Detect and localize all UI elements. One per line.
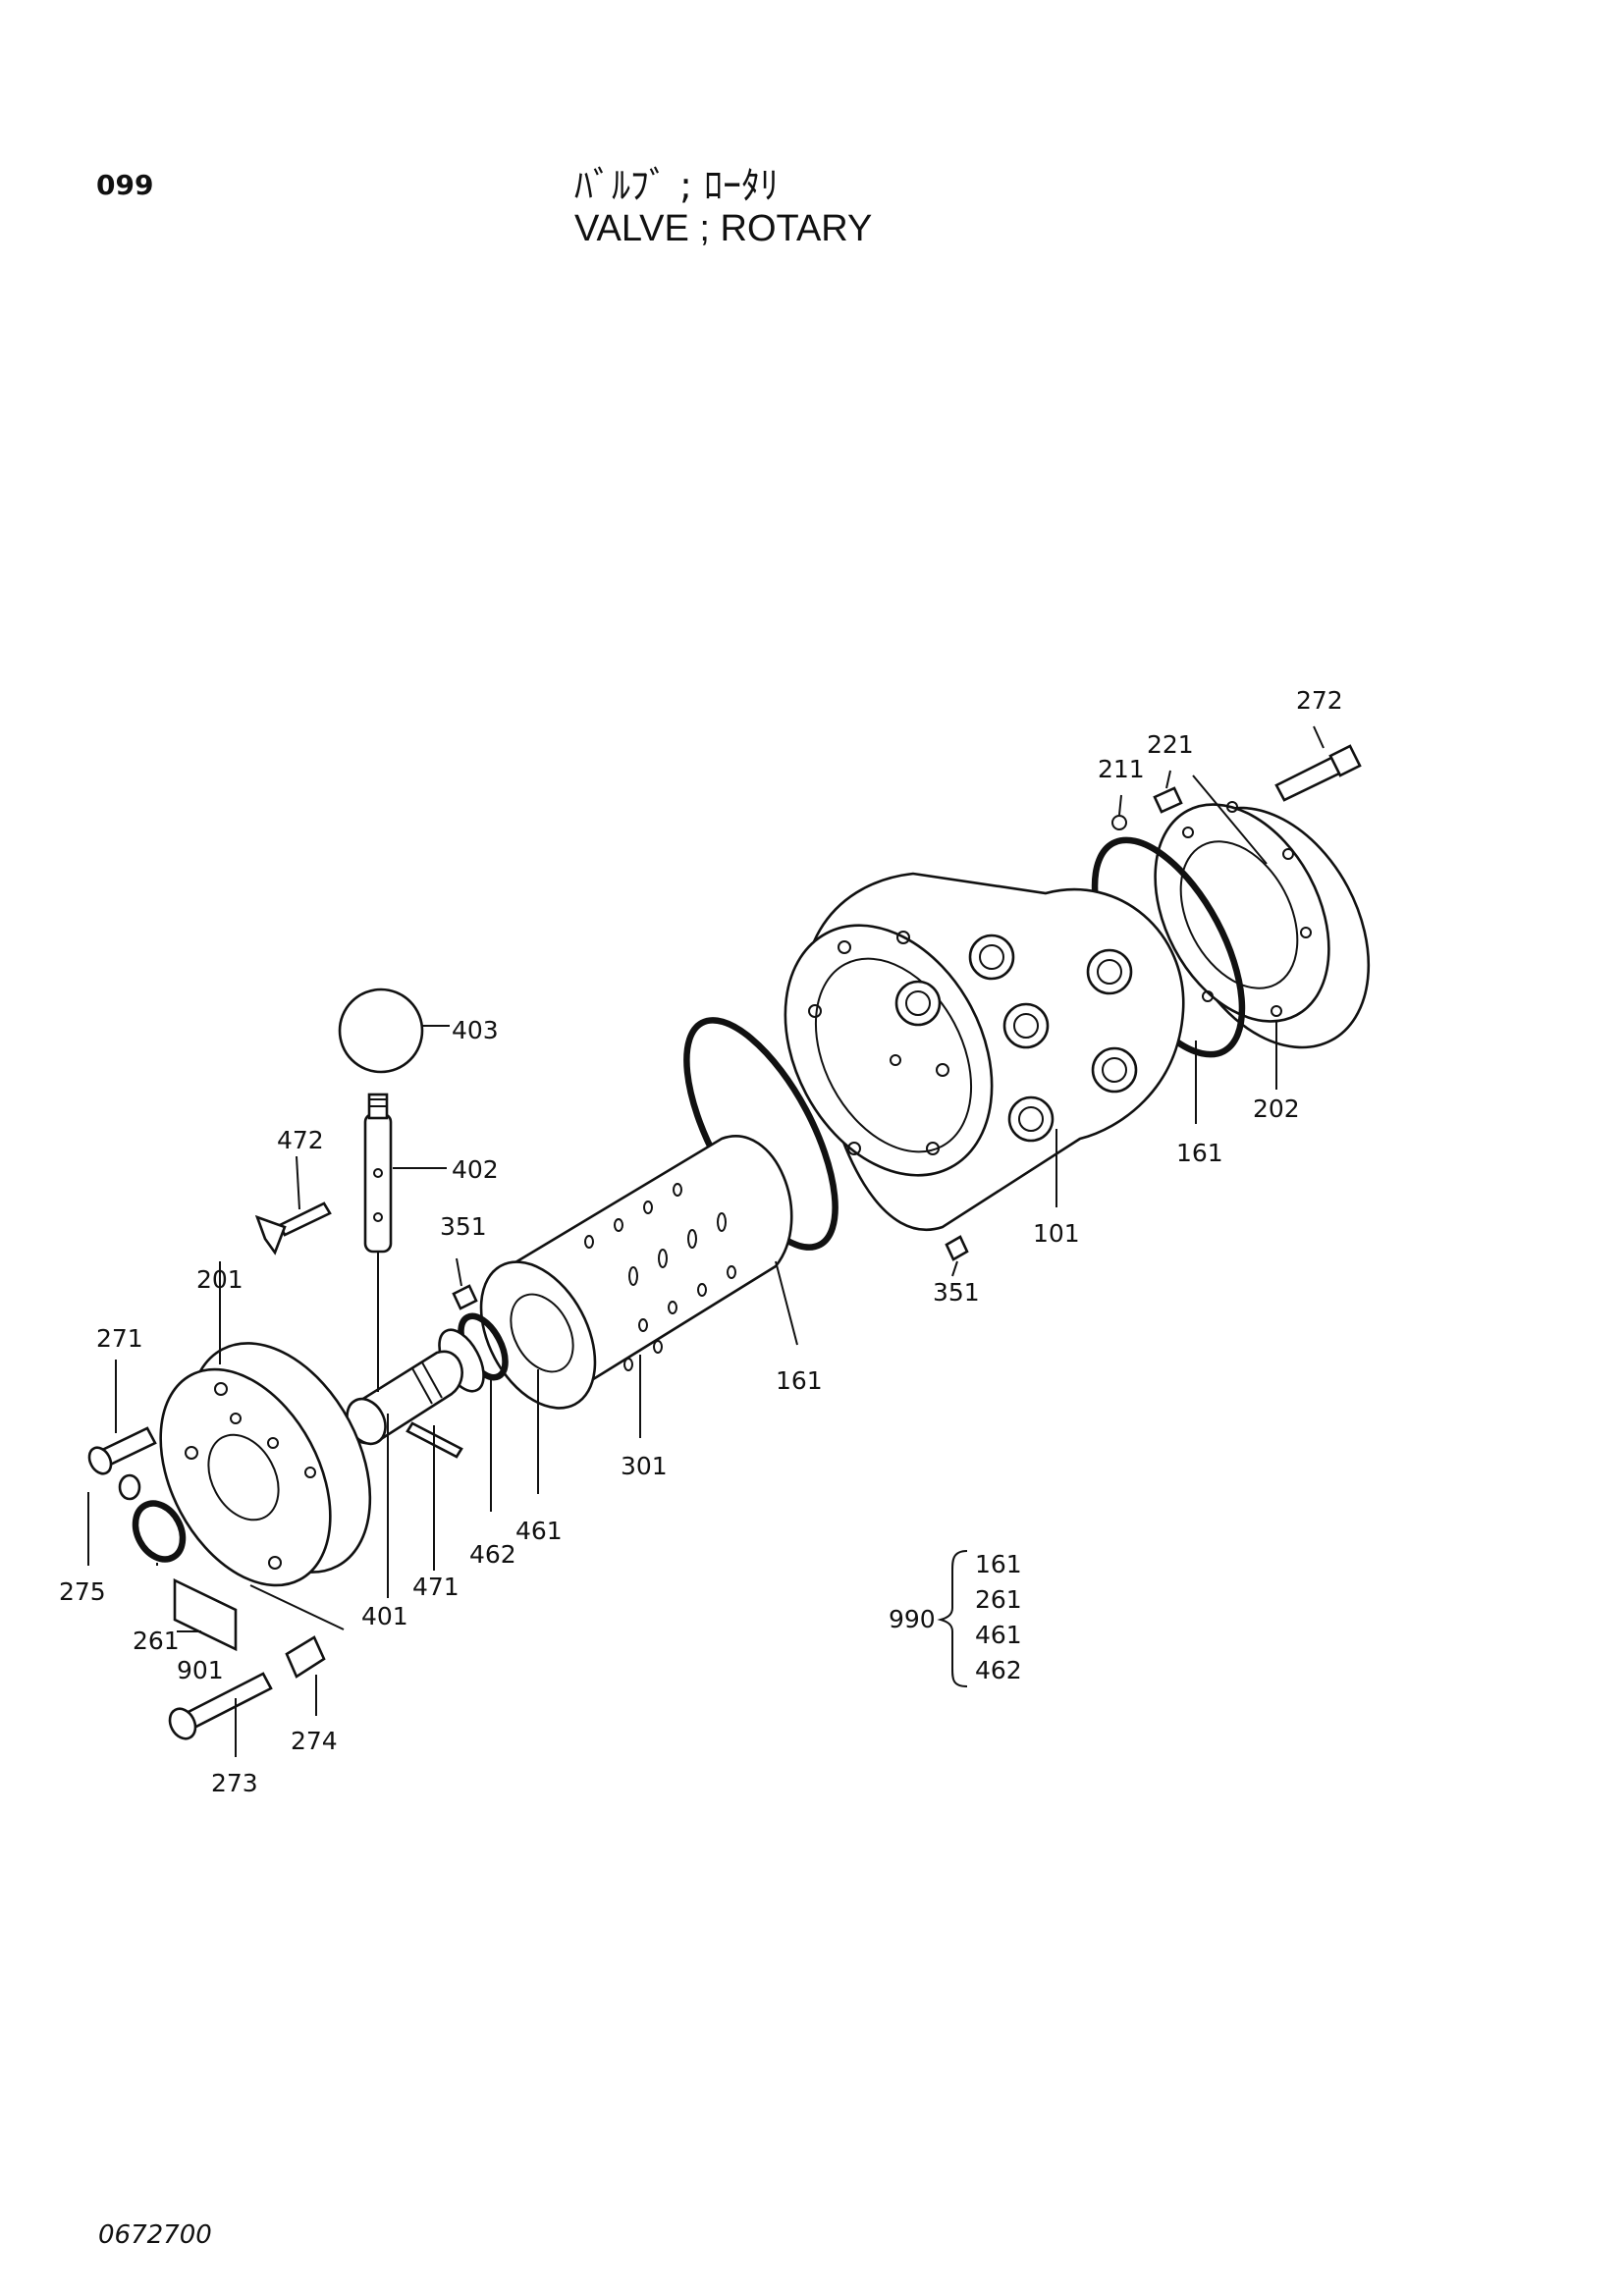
callout-472: 472 — [277, 1126, 324, 1154]
callout-161-middle: 161 — [776, 1366, 823, 1395]
ball-211 — [1111, 815, 1127, 830]
callout-402: 402 — [452, 1155, 499, 1184]
callout-273: 273 — [211, 1769, 258, 1797]
callout-403: 403 — [452, 1016, 499, 1044]
callout-201: 201 — [196, 1265, 243, 1294]
document-number: 0672700 — [98, 2220, 212, 2250]
title-english: VALVE ; ROTARY — [574, 208, 873, 249]
name-plate-901 — [173, 1577, 238, 1652]
kit-item: 161 — [975, 1550, 1022, 1578]
lever-402 — [363, 1093, 393, 1254]
callout-202: 202 — [1253, 1095, 1300, 1123]
plug-221 — [1153, 786, 1183, 814]
callout-901: 901 — [177, 1656, 224, 1684]
callout-211: 211 — [1098, 755, 1145, 783]
spool-301 — [479, 1135, 793, 1410]
callout-274: 274 — [291, 1727, 338, 1755]
cover-201 — [159, 1342, 372, 1587]
callout-471: 471 — [412, 1573, 460, 1601]
cover-202 — [1154, 801, 1371, 1049]
page-number: 099 — [96, 169, 154, 201]
callout-351-upper: 351 — [440, 1212, 487, 1241]
set-screw-351-lower — [945, 1235, 969, 1261]
title-japanese: ﾊﾞﾙﾌﾞ ; ﾛｰﾀﾘ — [574, 164, 779, 207]
knob-403 — [338, 988, 424, 1074]
kit-item: 461 — [975, 1621, 1022, 1649]
leader-lines — [87, 725, 1325, 1757]
valve-body-101 — [784, 872, 1185, 1231]
callout-261: 261 — [133, 1627, 180, 1655]
callout-462: 462 — [469, 1540, 516, 1569]
kit-item: 261 — [975, 1585, 1022, 1614]
callout-161-right: 161 — [1176, 1139, 1223, 1167]
kit-990: 990 161 261 461 462 — [889, 1550, 1022, 1687]
callout-351-lower: 351 — [933, 1278, 980, 1307]
callout-101: 101 — [1033, 1219, 1080, 1248]
callout-221: 221 — [1147, 730, 1194, 759]
set-screw-351-upper — [452, 1284, 478, 1310]
plug-275 — [118, 1473, 141, 1501]
callout-461: 461 — [515, 1517, 563, 1545]
kit-label: 990 — [889, 1605, 936, 1633]
callout-401: 401 — [361, 1602, 408, 1630]
kit-item: 462 — [975, 1656, 1022, 1684]
o-ring-261 — [132, 1500, 187, 1563]
callout-275: 275 — [59, 1577, 106, 1606]
collar-274 — [285, 1635, 326, 1679]
callout-301: 301 — [621, 1452, 668, 1480]
wing-bolt-472 — [254, 1201, 332, 1255]
callout-272: 272 — [1296, 686, 1343, 715]
callout-271: 271 — [96, 1324, 143, 1353]
shaft-401 — [346, 1350, 463, 1446]
